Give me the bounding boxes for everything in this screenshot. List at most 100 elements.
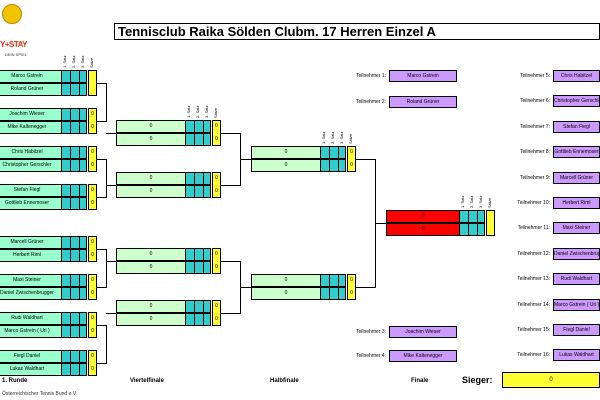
set-score-cell[interactable] (61, 185, 70, 196)
set-score-cell[interactable] (61, 109, 70, 120)
set-score-cell[interactable] (459, 211, 468, 222)
set-score-cell[interactable] (70, 313, 79, 324)
set-score-cell[interactable] (185, 301, 194, 312)
set-score-cell[interactable] (70, 147, 79, 158)
player-row[interactable]: 0 (116, 120, 211, 133)
player-row[interactable]: Lukas Waldhart (0, 363, 87, 376)
set-score-cell[interactable] (203, 262, 210, 273)
player-row[interactable]: 0 (251, 159, 346, 172)
set-score-cell[interactable] (79, 364, 86, 375)
set-score-cell[interactable] (194, 262, 203, 273)
set-score-cell[interactable] (203, 121, 210, 132)
set-score-cell[interactable] (320, 275, 329, 286)
participant-name[interactable]: Christopher Gerschler (553, 95, 600, 108)
player-row[interactable]: Marco Gstrein ( Uri ) (0, 325, 87, 338)
player-row[interactable]: 0 (116, 248, 211, 261)
set-score-cell[interactable] (477, 224, 484, 235)
participant-name[interactable]: Fiegl Daniel (553, 324, 600, 336)
set-score-cell[interactable] (61, 288, 70, 299)
set-score-cell[interactable] (79, 185, 86, 196)
set-score-cell[interactable] (70, 237, 79, 248)
set-score-cell[interactable] (61, 313, 70, 324)
player-row[interactable]: Mike Kaltenegger (0, 121, 87, 134)
participant-name[interactable]: Marco Gstrein ( Uri ) (553, 298, 600, 311)
set-score-cell[interactable] (70, 198, 79, 209)
player-row[interactable]: Gottlieb Ennemoser (0, 197, 87, 210)
participant-name[interactable]: Joachim Wieser (389, 326, 457, 338)
player-row[interactable]: Marco Gstrein (0, 70, 87, 83)
player-row[interactable]: 0 (116, 313, 211, 326)
set-score-cell[interactable] (70, 275, 79, 286)
set-score-cell[interactable] (70, 364, 79, 375)
participant-name[interactable]: Roland Grüner (389, 96, 457, 108)
set-score-cell[interactable] (185, 173, 194, 184)
set-score-cell[interactable] (468, 224, 477, 235)
set-score-cell[interactable] (61, 122, 70, 133)
player-row[interactable]: Herbert Riml (0, 249, 87, 262)
set-score-cell[interactable] (79, 313, 86, 324)
player-row[interactable]: Marcell Grüner (0, 236, 87, 249)
set-score-cell[interactable] (338, 275, 345, 286)
set-score-cell[interactable] (329, 147, 338, 158)
set-score-cell[interactable] (61, 351, 70, 362)
player-row[interactable]: Daniel Zwischenbrugger (0, 287, 87, 300)
player-row[interactable]: Fiegl Daniel (0, 350, 87, 363)
set-score-cell[interactable] (320, 160, 329, 171)
player-row[interactable]: 0 (116, 172, 211, 185)
set-score-cell[interactable] (79, 275, 86, 286)
set-score-cell[interactable] (185, 134, 194, 145)
set-score-cell[interactable] (70, 250, 79, 261)
player-row[interactable]: 0 (251, 287, 346, 300)
set-score-cell[interactable] (61, 160, 70, 171)
set-score-cell[interactable] (194, 314, 203, 325)
set-score-cell[interactable] (79, 71, 86, 82)
winner-field[interactable]: 0 (502, 372, 600, 388)
participant-name[interactable]: Marcell Grüner (553, 171, 600, 184)
set-score-cell[interactable] (70, 71, 79, 82)
set-score-cell[interactable] (185, 262, 194, 273)
set-score-cell[interactable] (194, 249, 203, 260)
participant-name[interactable]: Rudi Waldhart (553, 273, 600, 286)
set-score-cell[interactable] (61, 364, 70, 375)
player-row[interactable]: 0 (116, 300, 211, 313)
set-score-cell[interactable] (70, 326, 79, 337)
set-score-cell[interactable] (79, 326, 86, 337)
set-score-cell[interactable] (79, 351, 86, 362)
player-row[interactable]: Chris Habitzel (0, 146, 87, 159)
final-player-row[interactable]: 0 (386, 223, 485, 236)
set-score-cell[interactable] (61, 237, 70, 248)
set-score-cell[interactable] (61, 147, 70, 158)
player-row[interactable]: Maxi Steiner (0, 274, 87, 287)
set-score-cell[interactable] (61, 250, 70, 261)
set-score-cell[interactable] (70, 288, 79, 299)
participant-name[interactable]: Maxi Steiner (553, 222, 600, 235)
set-score-cell[interactable] (79, 122, 86, 133)
player-row[interactable]: Rudi Waldhart (0, 312, 87, 325)
participant-name[interactable]: Mike Kaltenegger (389, 350, 457, 362)
set-score-cell[interactable] (338, 288, 345, 299)
set-score-cell[interactable] (70, 351, 79, 362)
player-row[interactable]: 0 (116, 261, 211, 274)
participant-name[interactable]: Chris Habitzel (553, 70, 600, 82)
set-score-cell[interactable] (320, 288, 329, 299)
participant-name[interactable]: Herbert Riml (553, 197, 600, 209)
player-row[interactable]: Roland Grüner (0, 83, 87, 96)
set-score-cell[interactable] (70, 185, 79, 196)
set-score-cell[interactable] (203, 173, 210, 184)
set-score-cell[interactable] (79, 109, 86, 120)
set-score-cell[interactable] (185, 121, 194, 132)
player-row[interactable]: Stefan Fiegl (0, 184, 87, 197)
set-score-cell[interactable] (70, 160, 79, 171)
set-score-cell[interactable] (79, 237, 86, 248)
set-score-cell[interactable] (185, 186, 194, 197)
set-score-cell[interactable] (459, 224, 468, 235)
participant-name[interactable]: Daniel Zwischenbrugger (553, 247, 600, 260)
